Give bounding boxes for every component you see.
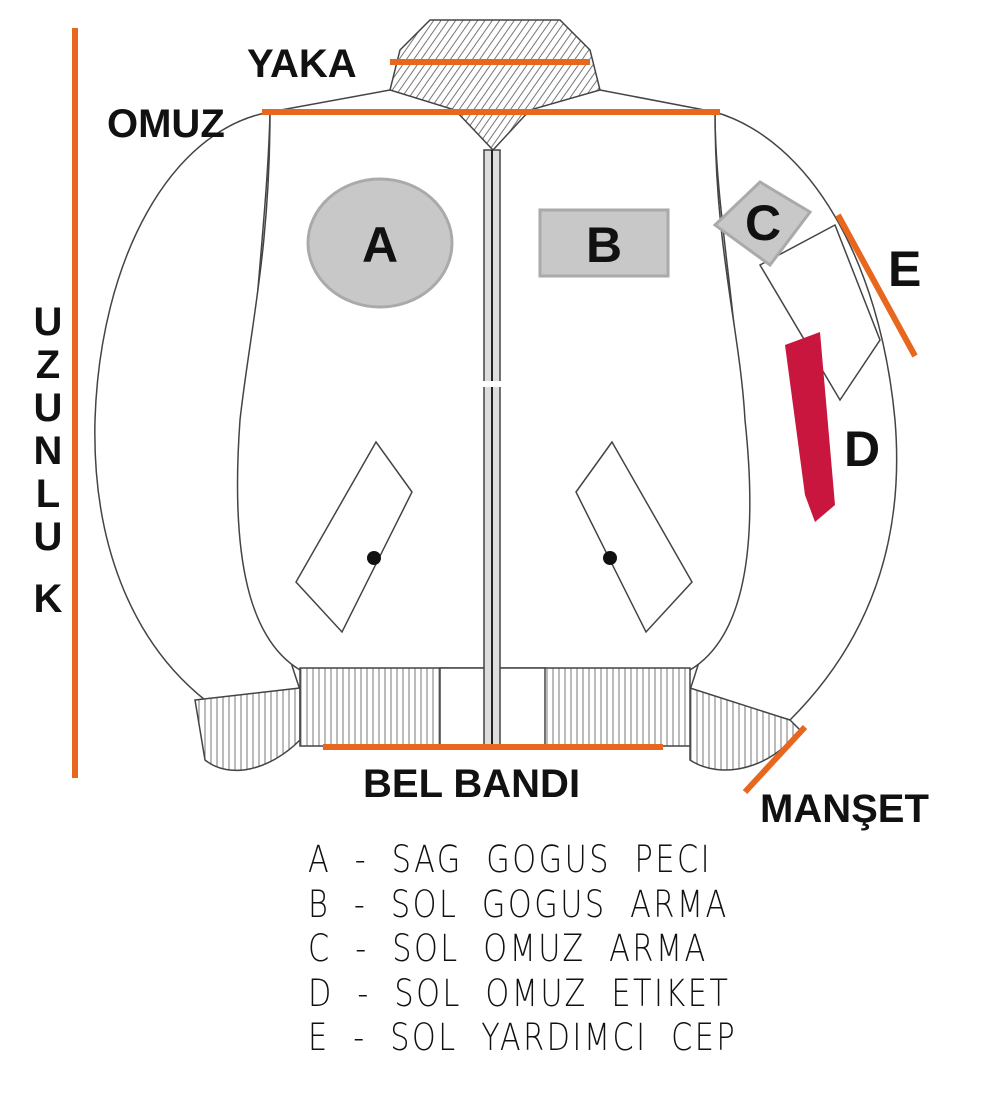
pocket-button xyxy=(603,551,617,565)
patch-b-label: B xyxy=(586,217,622,273)
measure-lines xyxy=(72,28,918,795)
length-label: U Z U N L U K xyxy=(34,300,63,621)
patch-c xyxy=(712,180,813,268)
shoulder-label: OMUZ xyxy=(107,102,225,146)
pocket-line xyxy=(835,213,918,358)
svg-text:K: K xyxy=(34,577,63,621)
waistband-label: BEL BANDI xyxy=(363,762,580,806)
pocket-button xyxy=(367,551,381,565)
svg-text:L: L xyxy=(36,472,60,516)
cuff-line xyxy=(742,724,808,795)
legend-item: D - SOL OMUZ ETIKET xyxy=(308,971,731,1015)
legend-item: E - SOL YARDIMCI CEP xyxy=(308,1016,738,1059)
legend-item: C - SOL OMUZ ARMA xyxy=(308,927,708,970)
legend: A - SAG GOGUS PECI B - SOL GOGUS ARMA C … xyxy=(308,838,737,1061)
svg-text:U: U xyxy=(34,515,63,559)
patch-d-label: D xyxy=(844,421,880,477)
collar-label: YAKA xyxy=(247,42,357,86)
svg-text:N: N xyxy=(34,429,63,473)
patch-a-label: A xyxy=(362,217,398,273)
tag-d xyxy=(785,332,835,522)
svg-text:Z: Z xyxy=(36,343,60,387)
patch-a xyxy=(306,177,454,309)
cuff-label: MANŞET xyxy=(760,787,929,831)
patch-b xyxy=(538,208,670,278)
pocket-label: E xyxy=(888,241,921,297)
svg-text:U: U xyxy=(34,386,63,430)
svg-text:U: U xyxy=(34,300,63,344)
legend-item: B - SOL GOGUS ARMA xyxy=(308,882,729,926)
patch-c-label: C xyxy=(745,195,781,251)
legend-item: A - SAG GOGUS PECI xyxy=(308,838,713,881)
